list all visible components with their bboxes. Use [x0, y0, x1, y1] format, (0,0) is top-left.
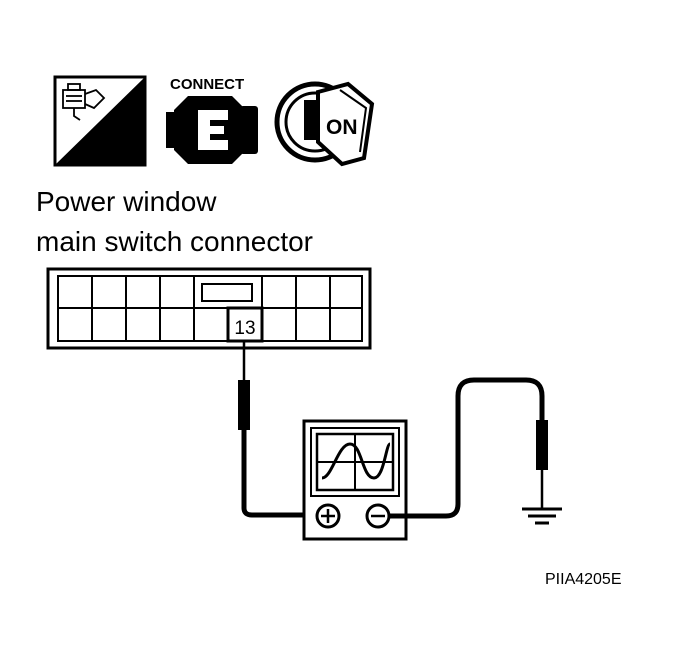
terminal-13 [226, 306, 264, 343]
reference-code: PIIA4205E [545, 571, 622, 588]
ignition-label: ON [326, 116, 358, 139]
harness-label: H.S. [92, 142, 133, 165]
negative-probe-lead [389, 377, 548, 519]
positive-probe-lead [238, 341, 316, 518]
harness-connector-icon: H.S. [53, 75, 147, 167]
main-switch-connector: 13 [46, 267, 372, 350]
waveform-icon [321, 442, 392, 480]
pin-label: 13 [234, 318, 255, 339]
connect-icon: CONNECT [166, 76, 258, 164]
oscilloscope [302, 419, 408, 541]
ignition-on-icon: ON [274, 81, 375, 167]
diagram-title-line1: Power window [36, 186, 217, 217]
diagram-title-line2: main switch connector [36, 226, 313, 257]
connect-label: CONNECT [170, 76, 244, 93]
ground-icon [522, 507, 562, 525]
